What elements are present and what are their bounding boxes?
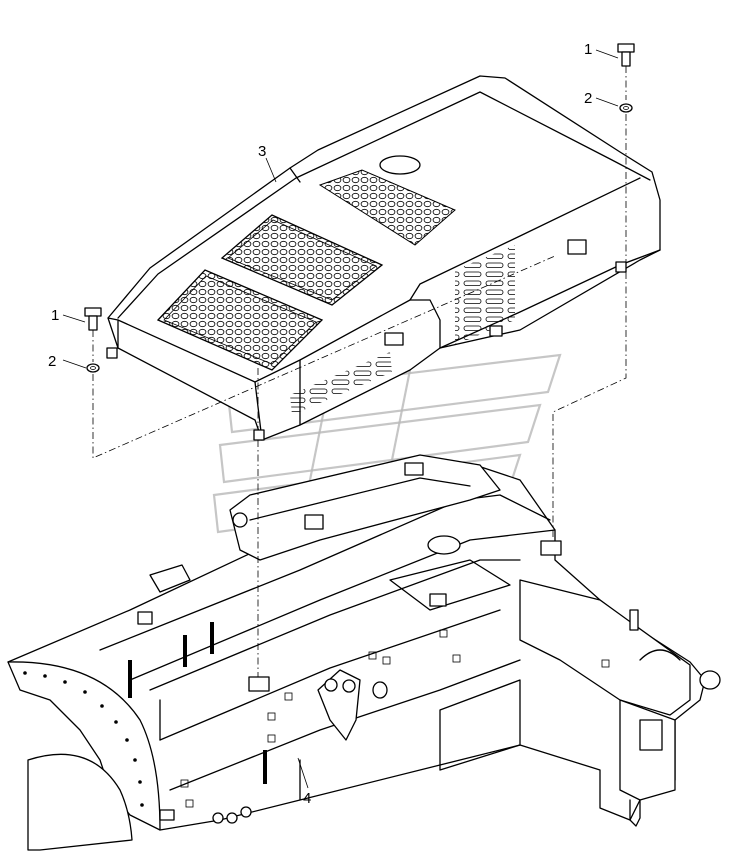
callout-frame: 4 [303,790,311,807]
callout-bolt-left: 1 [51,307,59,324]
callout-cover: 3 [258,143,266,160]
bolt-right [617,43,635,67]
callout-leaders [62,49,619,789]
washer-left [86,363,100,373]
callout-washer-left: 2 [48,353,56,370]
engine-cover [106,75,661,441]
slew-ring-bolts [23,671,144,807]
callout-washer-right: 2 [584,90,592,107]
assembly-lines [92,66,627,677]
frame-bolt-squares [180,629,610,808]
callout-bolt-right: 1 [584,41,592,58]
main-frame [7,454,721,851]
bolt-left [84,307,102,331]
washer-right [619,103,633,113]
